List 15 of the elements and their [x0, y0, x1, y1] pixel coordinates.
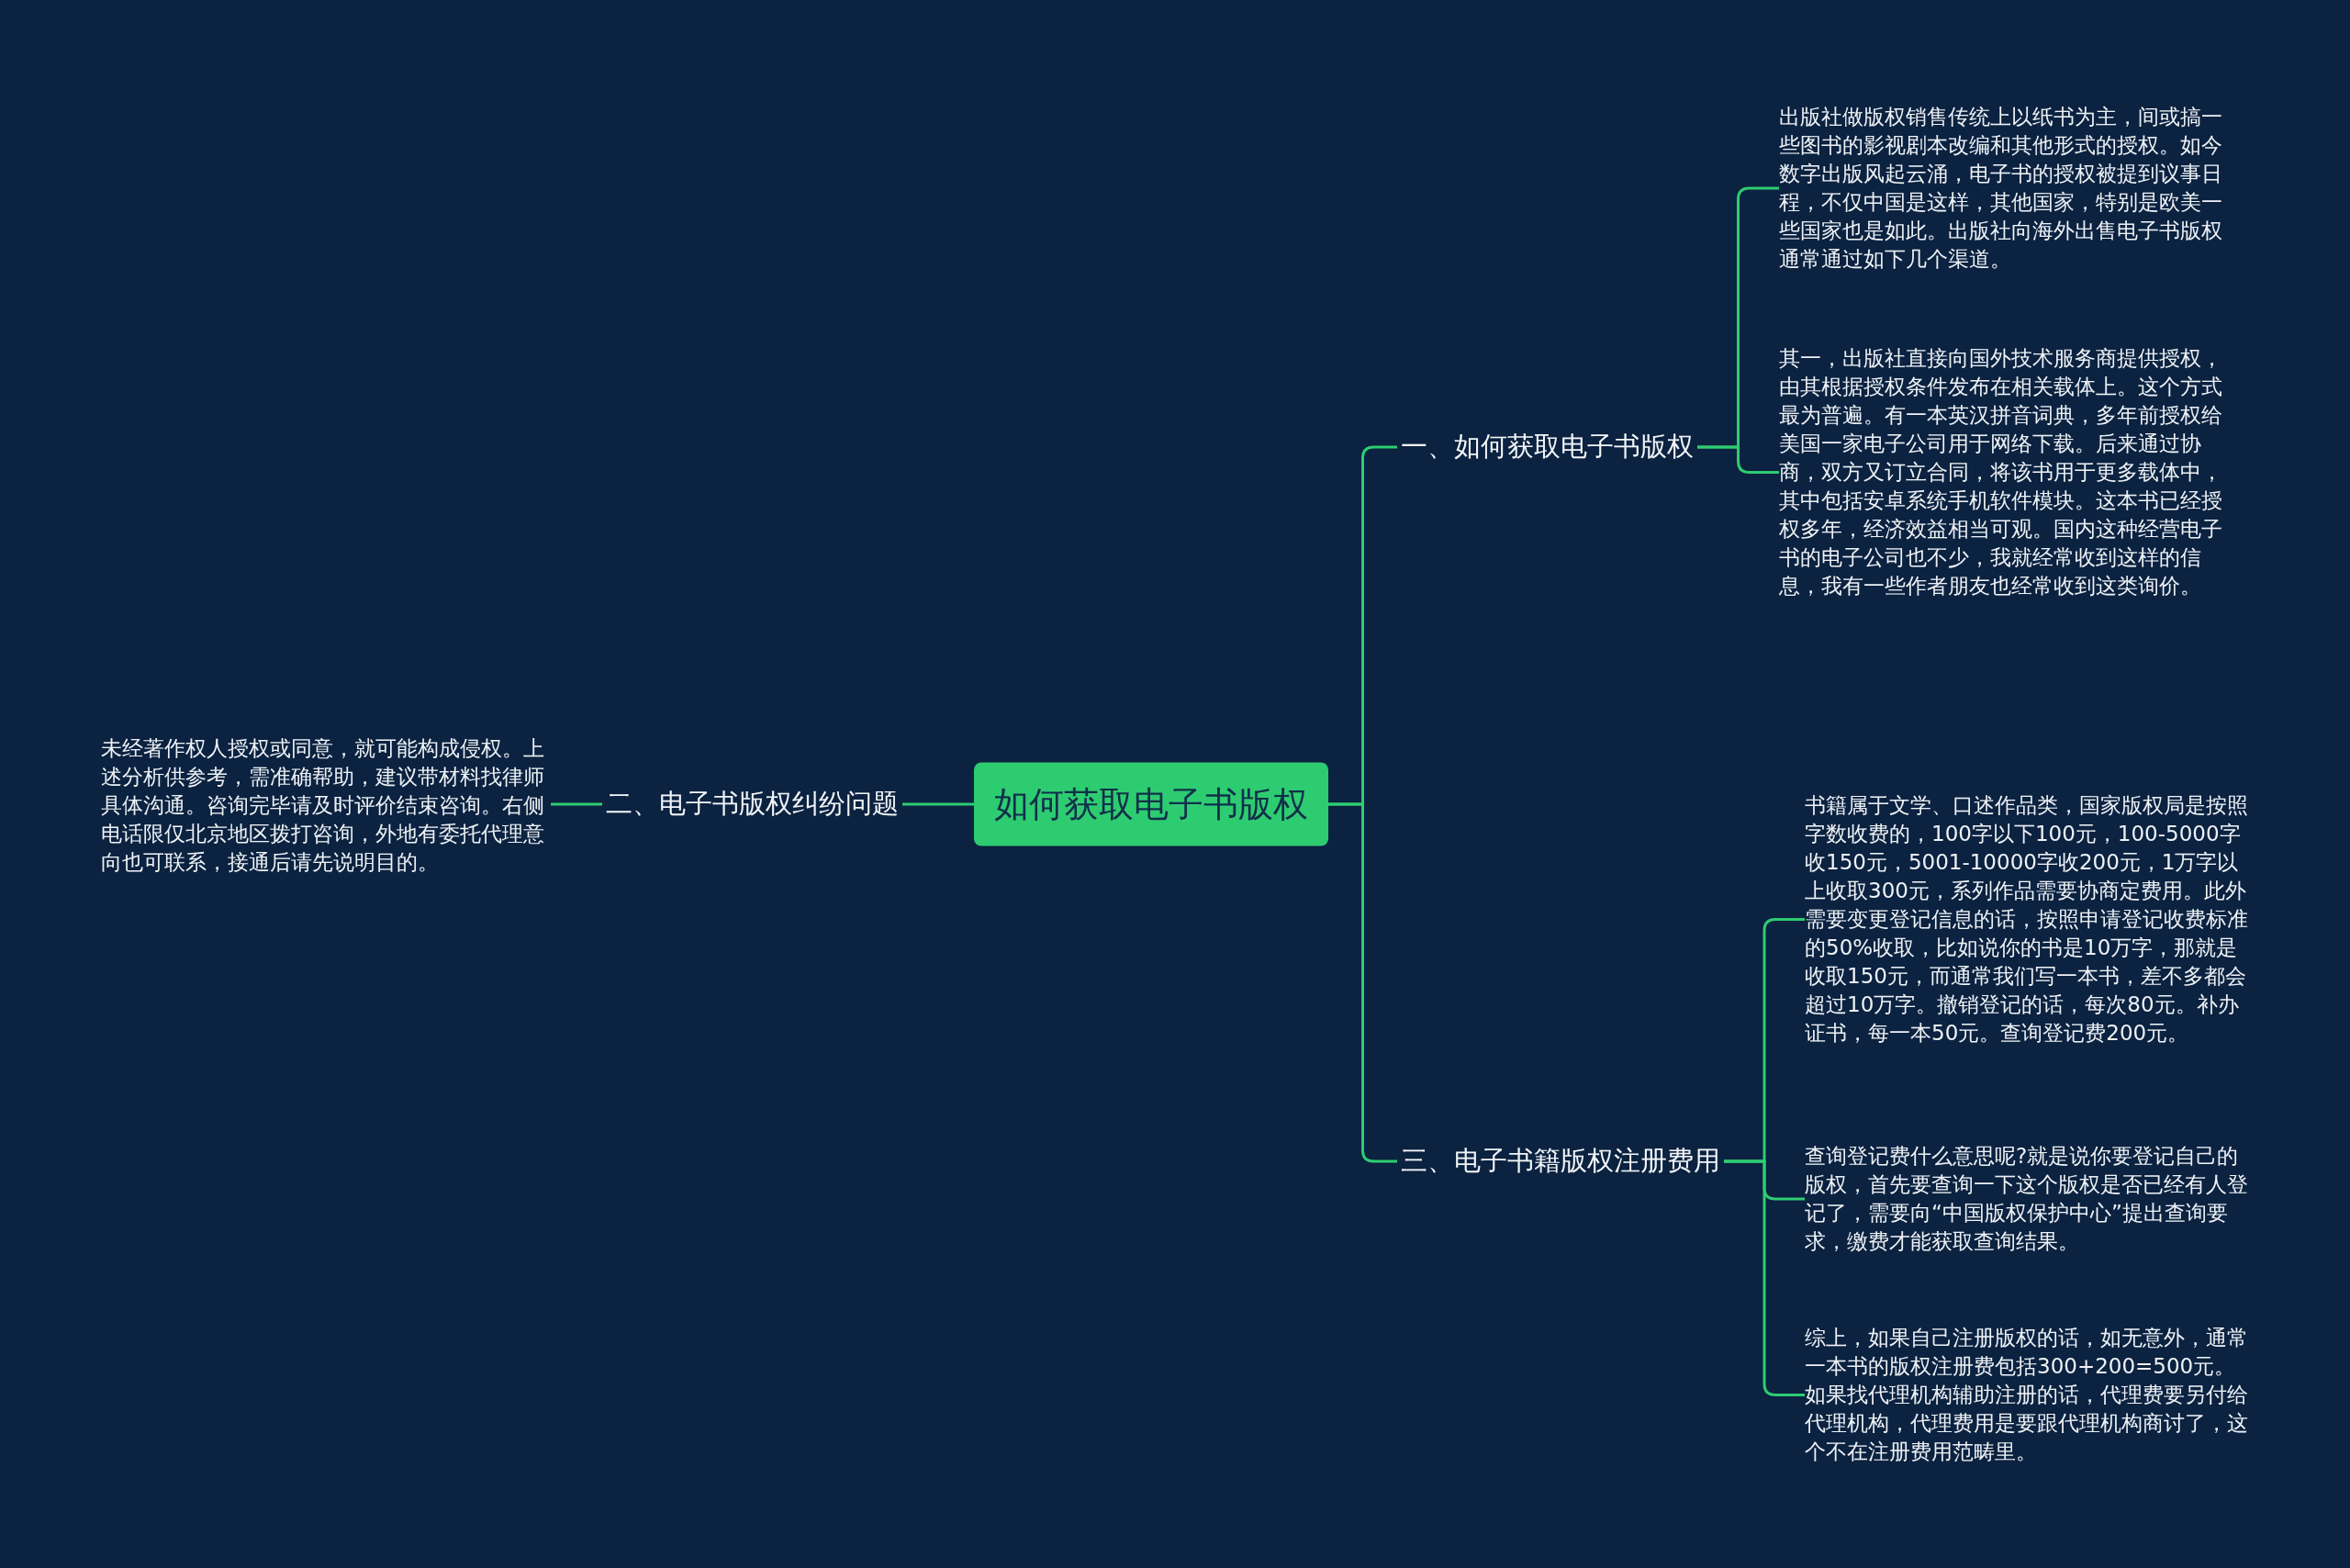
- connector-line: [902, 802, 974, 806]
- leaf-text: 综上，如果自己注册版权的话，如无意外，通常一本书的版权注册费包括300+200=500元。如果找代理机构辅助注册的话，代理费要另付给代理机构，代理费用是要跟代理机构商讨了，这个不在注册费用范畴里。: [1805, 1324, 2255, 1466]
- leaf-text: 出版社做版权销售传统上以纸书为主，间或搞一些图书的影视剧本改编和其他形式的授权。如今数字出版风起云涌，电子书的授权被提到议事日程，不仅中国是这样，其他国家，特别是欧美一些国家也是如此。出版社向海外出售电子书版权通常通过如下几个渠道。: [1779, 103, 2229, 274]
- central-topic-box: 如何获取电子书版权: [974, 762, 1328, 846]
- branch-topic: 三、电子书籍版权注册费用: [1397, 1137, 1724, 1185]
- leaf-text: 其一，出版社直接向国外技术服务商提供授权，由其根据授权条件发布在相关载体上。这个方式最为普遍。有一本英汉拼音词典，多年前授权给美国一家电子公司用于网络下载。后来通过协商，双方又订立合同，将该书用于更多载体中，其中包括安卓系统手机软件模块。这本书已经授权多年，经济效益相当可观。国内这种经营电子书的电子公司也不少，我就经常收到这样的信息，我有一些作者朋友也经常收到这类询价。: [1779, 344, 2229, 600]
- leaf-text: 书籍属于文学、口述作品类，国家版权局是按照字数收费的，100字以下100元，100-5000字收150元，5001-10000字收200元，1万字以上收取300元，系列作品需要协商定费用。此外需要变更登记信息的话，按照申请登记收费标准的50%收取，比如说你的书是10万字，那就是收取150元，而通常我们写一本书，差不多都会超过10万字。撤销登记的话，每次80元。补办证书，每一本50元。查询登记费200元。: [1805, 791, 2255, 1047]
- branch-topic: 二、电子书版权纠纷问题: [602, 780, 902, 828]
- leaf-text: 未经著作权人授权或同意，就可能构成侵权。上述分析供参考，需准确帮助，建议带材料找律师具体沟通。咨询完毕请及时评价结束咨询。右侧电话限仅北京地区拨打咨询，外地有委托代理意向也可联系，接通后请先说明目的。: [101, 734, 551, 877]
- connector-line: [1328, 802, 1397, 1163]
- connector-line: [1697, 445, 1779, 474]
- connector-line: [551, 802, 602, 806]
- branch-topic: 一、如何获取电子书版权: [1397, 423, 1697, 471]
- leaf-text: 查询登记费什么意思呢?就是说你要登记自己的版权，首先要查询一下这个版权是否已经有人登记了，需要向“中国版权保护中心”提出查询要求，缴费才能获取查询结果。: [1805, 1142, 2255, 1256]
- connector-line: [1724, 1159, 1805, 1396]
